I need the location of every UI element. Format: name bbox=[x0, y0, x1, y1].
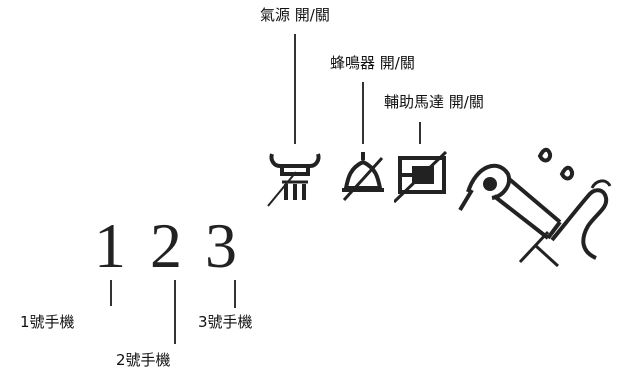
handpiece-1-label: 1號手機 bbox=[20, 313, 75, 331]
air-source-label: 氣源 開/關 bbox=[260, 6, 330, 24]
handpiece-2-number: 2 bbox=[150, 210, 182, 281]
handpiece-3-leader bbox=[234, 280, 236, 308]
handpiece-3-label: 3號手機 bbox=[198, 313, 253, 331]
air-source-leader bbox=[294, 34, 296, 144]
aux-motor-leader bbox=[419, 122, 421, 144]
handpiece-2-label: 2號手機 bbox=[116, 351, 171, 369]
handpiece-3-number: 3 bbox=[205, 210, 237, 281]
handpiece-1-leader bbox=[110, 280, 112, 306]
buzzer-icon bbox=[342, 152, 384, 202]
aux-motor-icon bbox=[394, 150, 448, 204]
hand-icon bbox=[458, 147, 612, 268]
aux-motor-label: 輔助馬達 開/關 bbox=[384, 93, 484, 111]
air-source-icon bbox=[267, 153, 321, 207]
buzzer-label: 蜂鳴器 開/關 bbox=[330, 54, 415, 72]
handpiece-2-leader bbox=[174, 280, 176, 344]
handpiece-1-number: 1 bbox=[94, 210, 126, 281]
buzzer-leader bbox=[362, 82, 364, 144]
